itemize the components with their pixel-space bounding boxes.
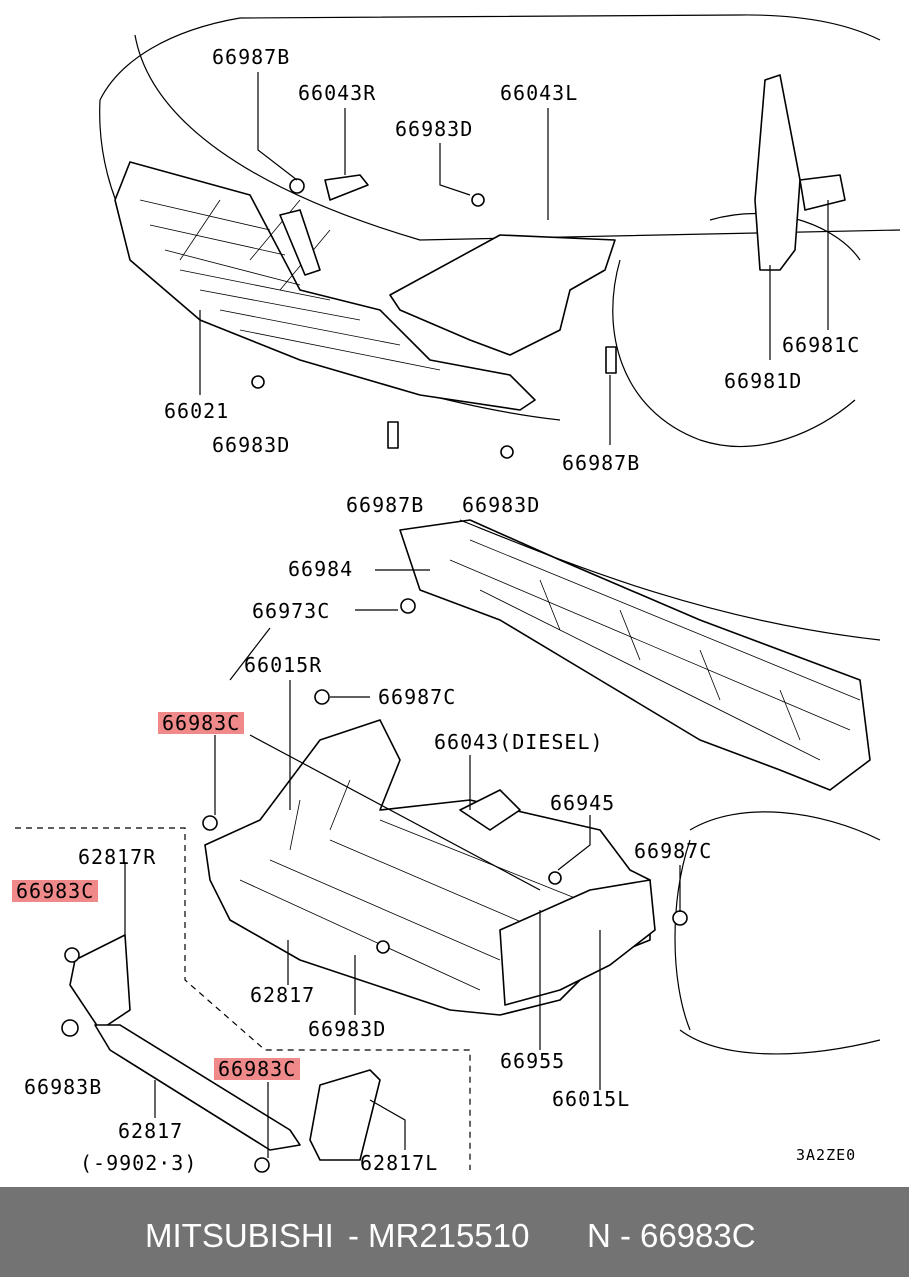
car-body-outline-top — [99, 14, 881, 101]
label-66021: 66021 — [164, 399, 230, 423]
fastener-66945 — [548, 871, 562, 885]
label-66043L: 66043L — [500, 81, 579, 105]
label-62817R: 62817R — [78, 845, 157, 869]
bracket-66043R-top — [324, 174, 369, 201]
fastener-66973C — [400, 598, 416, 614]
fastener-66987B-3 — [605, 346, 617, 374]
fastener-66983D-1 — [471, 193, 485, 207]
bracket-66981C — [799, 174, 846, 211]
label-66983D: 66983D — [462, 493, 541, 517]
cover-66043-diesel — [459, 789, 521, 831]
label-66983D: 66983D — [212, 433, 291, 457]
leader-66983D-1 — [439, 143, 471, 196]
fastener-66983D-4 — [376, 940, 390, 954]
leader-62817L — [369, 1099, 406, 1150]
leader-66987B-1 — [257, 72, 298, 181]
label-66984: 66984 — [288, 557, 354, 581]
cross-member-ribs — [449, 539, 861, 761]
fastener-66987B-2 — [387, 421, 399, 449]
label-66015R: 66015R — [244, 653, 323, 677]
fastener-66983C-3 — [254, 1157, 270, 1173]
label-62817L: 62817L — [360, 1151, 439, 1175]
label-66955: 66955 — [500, 1049, 566, 1073]
strip-66981D — [754, 74, 801, 271]
fastener-66983C-1 — [202, 815, 218, 831]
label-66987B: 66987B — [212, 45, 291, 69]
splash-66015L — [499, 879, 656, 1006]
leader-66945 — [557, 815, 591, 871]
label-date-range: (-9902·3) — [80, 1151, 198, 1175]
fastener-66983B — [61, 1019, 79, 1037]
label-66983B: 66983B — [24, 1075, 103, 1099]
cover-66043L — [389, 234, 616, 356]
leader-66973C-diag — [229, 627, 271, 681]
label-66983C-highlighted: 66983C — [214, 1058, 301, 1080]
code-prefix: N — [587, 1217, 611, 1254]
footer-separator: - — [348, 1217, 359, 1254]
fastener-66987C-1 — [314, 689, 330, 705]
wheel-arch-lower — [674, 839, 691, 1031]
label-66043R: 66043R — [298, 81, 377, 105]
wheel-top — [709, 212, 861, 261]
label-66981D: 66981D — [724, 369, 803, 393]
group-boundary — [15, 827, 471, 1170]
strip-62817 — [94, 1024, 301, 1151]
bracket-66043R — [279, 209, 321, 276]
parts-diagram: 66987B 66043R 66043L 66983D 66981C 66981… — [12, 14, 901, 1175]
label-66987C: 66987C — [634, 839, 713, 863]
label-66987B: 66987B — [346, 493, 425, 517]
label-66987B: 66987B — [562, 451, 641, 475]
part-number: MR215510 — [368, 1217, 530, 1254]
footer-bar: MITSUBISHI - MR215510 N - 66983C — [0, 1187, 909, 1277]
undercover-66021 — [114, 161, 536, 411]
brand-name: MITSUBISHI — [145, 1217, 334, 1254]
fastener-66987C-2 — [672, 910, 688, 926]
label-66015L: 66015L — [552, 1087, 631, 1111]
diagram-drawing — [15, 14, 901, 1173]
bracket-62817L — [309, 1069, 381, 1161]
footer-separator: - — [620, 1217, 631, 1254]
label-66987C: 66987C — [378, 685, 457, 709]
wheel-arch-top — [612, 259, 856, 448]
label-66973C: 66973C — [252, 599, 331, 623]
label-62817: 62817 — [250, 983, 316, 1007]
fastener-66983D-2 — [251, 375, 265, 389]
label-66043-diesel: 66043(DIESEL) — [434, 730, 604, 754]
label-66983C-highlighted: 66983C — [12, 880, 99, 902]
diagram-reference-code: 3A2ZE0 — [796, 1146, 857, 1164]
fastener-66983C-2 — [64, 947, 80, 963]
part-code: 66983C — [640, 1217, 756, 1254]
label-62817: 62817 — [118, 1119, 184, 1143]
car-front-lower — [459, 519, 881, 641]
label-66945: 66945 — [550, 791, 616, 815]
label-66983D: 66983D — [395, 117, 474, 141]
fastener-66987B-1 — [289, 178, 305, 194]
strip-62817-upper — [69, 934, 131, 1031]
label-66983C-highlighted: 66983C — [158, 712, 245, 734]
label-66983D: 66983D — [308, 1017, 387, 1041]
wheel-lower — [679, 811, 881, 1055]
fastener-66983D-3 — [500, 445, 514, 459]
label-66981C: 66981C — [782, 333, 861, 357]
leader-66983C-1-long — [249, 734, 541, 891]
car-hood-line — [134, 34, 901, 241]
undercover-lower-ribs — [239, 779, 581, 991]
